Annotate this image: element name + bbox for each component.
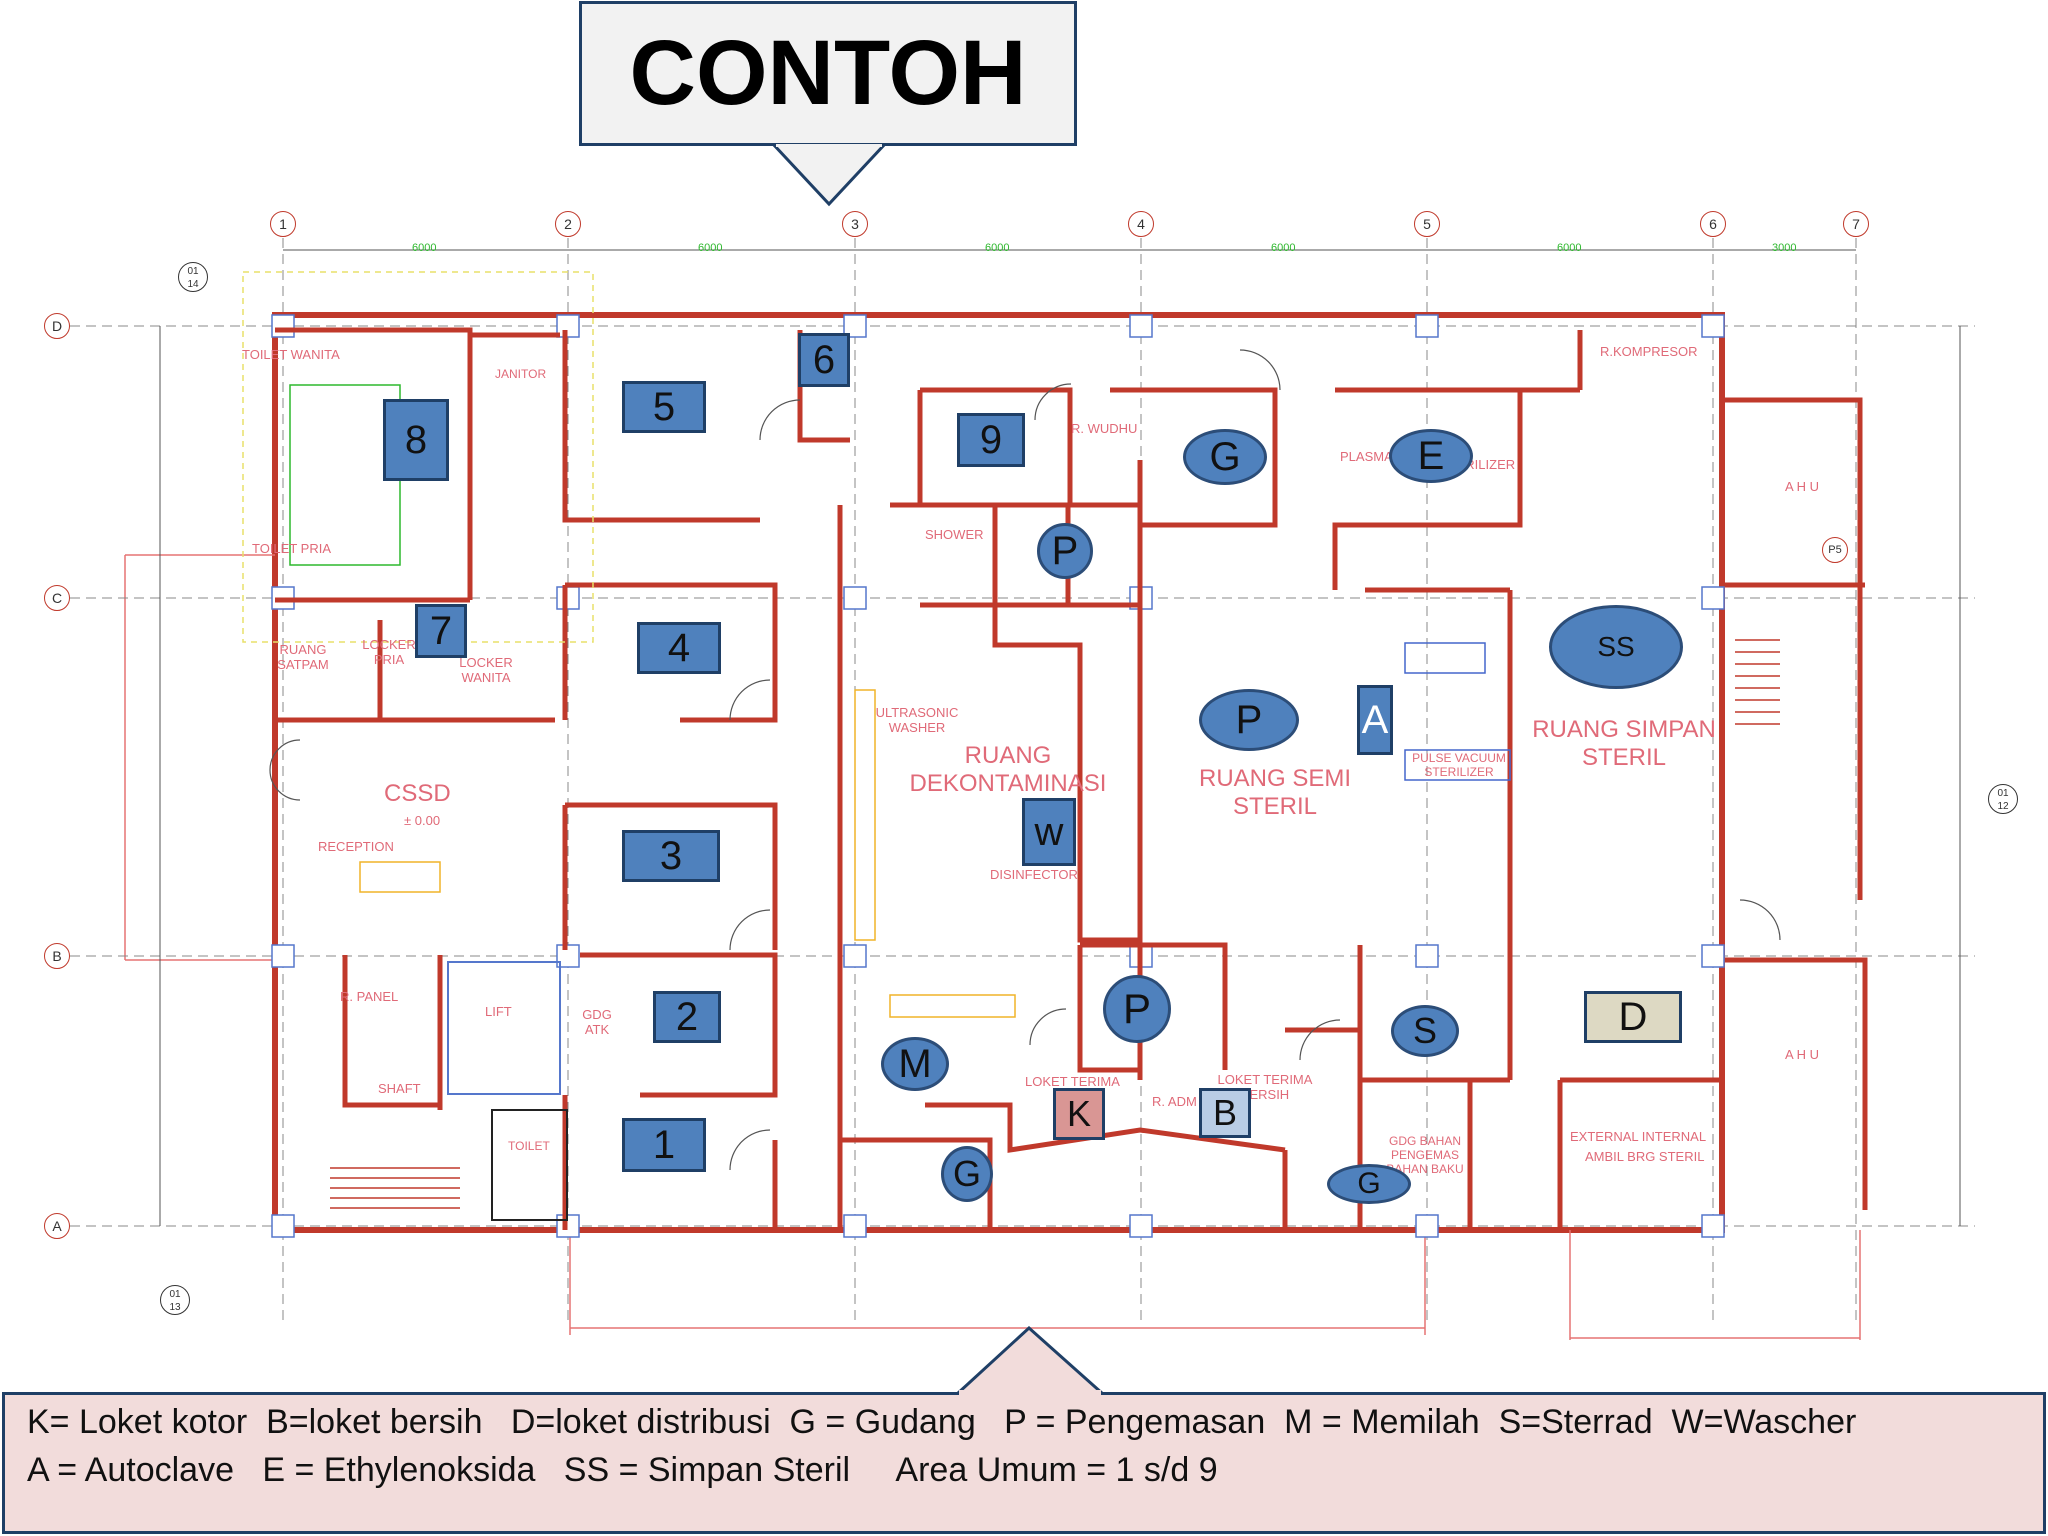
dimension-label: 6000 bbox=[412, 242, 437, 254]
room-ultrasonic-washer: ULTRASONIC WASHER bbox=[875, 705, 959, 735]
section-mark-sheet: 12 bbox=[1997, 801, 2009, 812]
room-pulse-vacuum: PULSE VACUUM STERILIZER bbox=[1412, 751, 1506, 779]
dimension-label: 3000 bbox=[1772, 242, 1797, 254]
room-r-admin: R. ADM bbox=[1152, 1094, 1197, 1109]
area-marker-8: 8 bbox=[383, 399, 449, 481]
room-ahu-top: A H U bbox=[1785, 479, 1819, 494]
dimension-label: 6000 bbox=[1557, 242, 1582, 254]
grid-col-1: 1 bbox=[270, 211, 296, 237]
marker-ss-simpan-steril: SS bbox=[1549, 605, 1683, 689]
area-marker-3: 3 bbox=[622, 830, 720, 882]
grid-col-7: 7 bbox=[1843, 211, 1869, 237]
area-marker-4: 4 bbox=[637, 622, 721, 674]
section-mark-number: 01 bbox=[187, 266, 199, 277]
room-lift: LIFT bbox=[485, 1004, 512, 1019]
marker-d-loket-distribusi: D bbox=[1584, 991, 1682, 1043]
section-mark-sheet: 14 bbox=[187, 279, 199, 290]
marker-k-loket-kotor: K bbox=[1053, 1088, 1105, 1140]
room-ruang-semi-steril: RUANG SEMI STERIL bbox=[1198, 765, 1351, 820]
legend-line-1: K= Loket kotor B=loket bersih D=loket di… bbox=[27, 1403, 1857, 1441]
grid-row-b: B bbox=[44, 943, 70, 969]
area-marker-1: 1 bbox=[622, 1118, 706, 1172]
room-external-internal: EXTERNAL INTERNAL bbox=[1570, 1129, 1707, 1144]
room-disinfector: DISINFECTOR bbox=[990, 867, 1078, 882]
room-janitor: JANITOR bbox=[495, 367, 547, 381]
legend-line-2: A = Autoclave E = Ethylenoksida SS = Sim… bbox=[27, 1451, 1218, 1489]
title-arrow bbox=[770, 144, 888, 207]
room-loket-terima-bersih: LOKET TERIMA BERSIH bbox=[1217, 1072, 1313, 1102]
marker-e-ethylenoksida: E bbox=[1389, 429, 1473, 483]
room-plasma: PLASMA bbox=[1340, 449, 1393, 464]
dimension-label: 6000 bbox=[985, 242, 1010, 254]
room-ruang-satpam: RUANG SATPAM bbox=[277, 642, 329, 672]
area-marker-7: 7 bbox=[415, 604, 467, 658]
room-cssd: CSSD bbox=[384, 780, 451, 807]
marker-p-pengemasan-center: P bbox=[1199, 689, 1299, 751]
room-ahu-bottom: A H U bbox=[1785, 1047, 1819, 1062]
page-title: CONTOH bbox=[629, 22, 1027, 124]
room-locker-pria: LOCKER PRIA bbox=[362, 637, 416, 667]
area-marker-6: 6 bbox=[798, 333, 850, 387]
legend-arrow bbox=[955, 1326, 1105, 1396]
area-marker-5: 5 bbox=[622, 381, 706, 433]
room-r-panel: R. PANEL bbox=[340, 989, 399, 1004]
room-shower: SHOWER bbox=[925, 527, 984, 542]
marker-g-gudang-top: G bbox=[1183, 429, 1267, 485]
room-r-wudhu: R. WUDHU bbox=[1071, 421, 1138, 436]
legend-box: K= Loket kotor B=loket bersih D=loket di… bbox=[2, 1392, 2046, 1534]
section-mark-number: 01 bbox=[1997, 788, 2009, 799]
room-shaft: SHAFT bbox=[378, 1081, 421, 1096]
marker-g-gudang-left: G bbox=[941, 1146, 993, 1202]
marker-a-autoclave: A bbox=[1357, 685, 1393, 755]
grid-row-d: D bbox=[44, 313, 70, 339]
section-mark-number: 01 bbox=[169, 1289, 181, 1300]
room-ruang-simpan-steril: RUANG SIMPAN STERIL bbox=[1532, 716, 1716, 771]
marker-w-wascher: w bbox=[1022, 798, 1076, 866]
grid-p5: P5 bbox=[1822, 537, 1848, 563]
room-toilet: TOILET bbox=[508, 1139, 550, 1153]
marker-b-loket-bersih: B bbox=[1199, 1088, 1251, 1138]
title-callout: CONTOH bbox=[579, 1, 1077, 146]
room-toilet-pria: TOILET PRIA bbox=[252, 541, 331, 556]
room-loket-terima-kotor: LOKET TERIMA bbox=[1025, 1074, 1120, 1089]
dimension-label: 6000 bbox=[698, 242, 723, 254]
area-marker-9: 9 bbox=[957, 413, 1025, 467]
marker-g-gudang-right: G bbox=[1327, 1164, 1411, 1204]
marker-p-pengemasan-top: P bbox=[1037, 523, 1093, 579]
marker-m-memilah: M bbox=[881, 1037, 949, 1091]
area-marker-2: 2 bbox=[653, 991, 721, 1043]
room-r-kompresor: R.KOMPRESOR bbox=[1600, 344, 1698, 359]
room-gdg-atk: GDG ATK bbox=[582, 1007, 612, 1037]
room-ambil-brg: AMBIL BRG STERIL bbox=[1585, 1149, 1705, 1164]
grid-col-3: 3 bbox=[842, 211, 868, 237]
room-level: ± 0.00 bbox=[404, 813, 441, 828]
legend-arrow-join bbox=[959, 1390, 1101, 1396]
room-locker-wanita: LOCKER WANITA bbox=[459, 655, 513, 685]
room-toilet-wanita: TOILET WANITA bbox=[242, 347, 340, 362]
grid-col-6: 6 bbox=[1700, 211, 1726, 237]
marker-s-sterrad: S bbox=[1391, 1005, 1459, 1057]
marker-p-pengemasan-bottom: P bbox=[1103, 975, 1171, 1043]
room-gdg-bahan: GDG BAHAN PENGEMAS BAHAN BAKU bbox=[1386, 1134, 1464, 1176]
grid-row-a: A bbox=[44, 1213, 70, 1239]
section-mark-sheet: 13 bbox=[169, 1302, 181, 1313]
grid-row-c: C bbox=[44, 585, 70, 611]
room-ruang-dekontaminasi: RUANG DEKONTAMINASI bbox=[909, 742, 1107, 797]
grid-col-2: 2 bbox=[555, 211, 581, 237]
grid-col-4: 4 bbox=[1128, 211, 1154, 237]
grid-col-5: 5 bbox=[1414, 211, 1440, 237]
dimension-label: 6000 bbox=[1271, 242, 1296, 254]
room-reception: RECEPTION bbox=[318, 839, 394, 854]
